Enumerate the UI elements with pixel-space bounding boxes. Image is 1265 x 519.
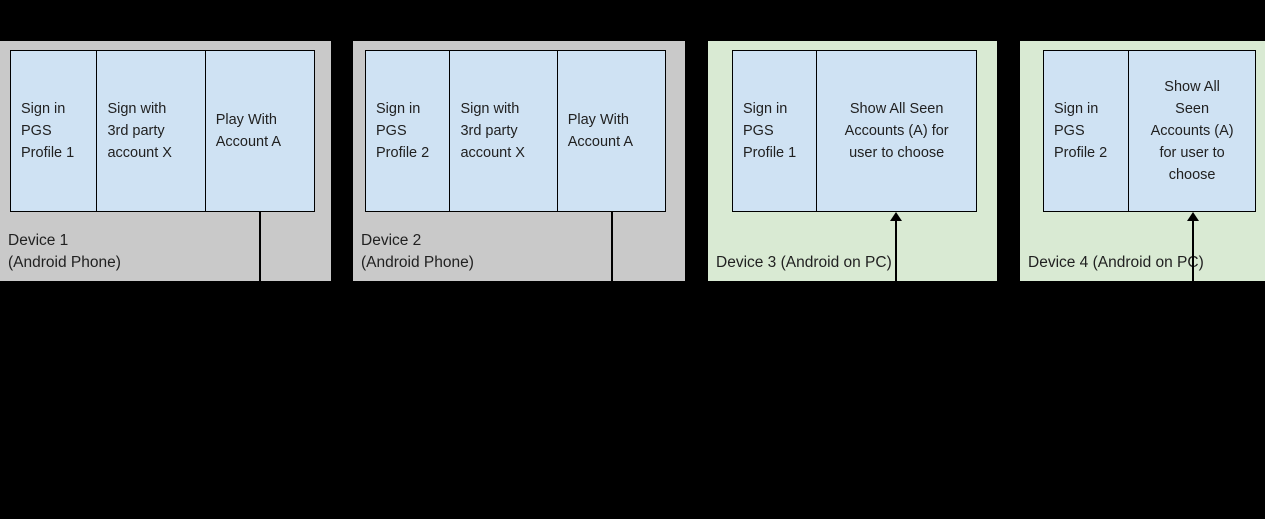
device-1-flow-table: Sign in PGS Profile 1 Sign with 3rd part…	[10, 50, 315, 212]
step-label: Sign with 3rd party account X	[460, 101, 525, 161]
device-1-step-sign-3rd-party: Sign with 3rd party account X	[97, 51, 206, 211]
device-3-label: Device 3 (Android on PC)	[716, 254, 892, 271]
device-4-arrow-up-icon	[1187, 212, 1199, 221]
device-2-step-sign-in-pgs: Sign in PGS Profile 2	[366, 51, 451, 211]
device-2-step-play-with-account: Play With Account A	[557, 51, 665, 211]
device-4-card: Sign in PGS Profile 2 Show All Seen Acco…	[1020, 41, 1265, 281]
device-1-step-play-with-account: Play With Account A	[205, 51, 314, 211]
step-label: Sign in PGS Profile 1	[21, 101, 75, 161]
device-2-step-sign-3rd-party: Sign with 3rd party account X	[450, 51, 558, 211]
device-2-card: Sign in PGS Profile 2 Sign with 3rd part…	[353, 41, 685, 281]
device-1-label: Device 1 (Android Phone)	[8, 232, 121, 271]
step-label: Sign with 3rd party account X	[107, 101, 172, 161]
device-4-arrow-line	[1192, 219, 1194, 281]
device-2-label: Device 2 (Android Phone)	[361, 232, 474, 271]
device-1-connector-line	[259, 212, 261, 281]
device-1-step-sign-in-pgs: Sign in PGS Profile 1	[11, 51, 98, 211]
device-3-step-sign-in-pgs: Sign in PGS Profile 1	[733, 51, 818, 211]
step-label: Play With Account A	[567, 112, 634, 150]
device-2-flow-table: Sign in PGS Profile 2 Sign with 3rd part…	[365, 50, 666, 212]
device-3-arrow-up-icon	[890, 212, 902, 221]
device-4-step-sign-in-pgs: Sign in PGS Profile 2	[1044, 51, 1130, 211]
step-label: Sign in PGS Profile 2	[376, 101, 430, 161]
device-3-step-show-all-seen-accounts: Show All Seen Accounts (A) for user to c…	[817, 51, 976, 211]
step-label: Show All Seen Accounts (A) for user to c…	[844, 101, 949, 161]
step-label: Sign in PGS Profile 2	[1054, 101, 1108, 161]
device-1-card: Sign in PGS Profile 1 Sign with 3rd part…	[0, 41, 331, 281]
device-4-step-show-all-seen-accounts: Show All Seen Accounts (A) for user to c…	[1129, 51, 1255, 211]
step-label: Show All Seen Accounts (A) for user to c…	[1150, 79, 1234, 183]
device-3-arrow-line	[895, 219, 897, 281]
step-label: Sign in PGS Profile 1	[743, 101, 797, 161]
device-2-connector-line	[611, 212, 613, 281]
device-3-card: Sign in PGS Profile 1 Show All Seen Acco…	[708, 41, 997, 281]
device-3-flow-table: Sign in PGS Profile 1 Show All Seen Acco…	[732, 50, 977, 212]
device-4-flow-table: Sign in PGS Profile 2 Show All Seen Acco…	[1043, 50, 1256, 212]
step-label: Play With Account A	[215, 112, 282, 150]
device-4-label: Device 4 (Android on PC)	[1028, 254, 1204, 271]
